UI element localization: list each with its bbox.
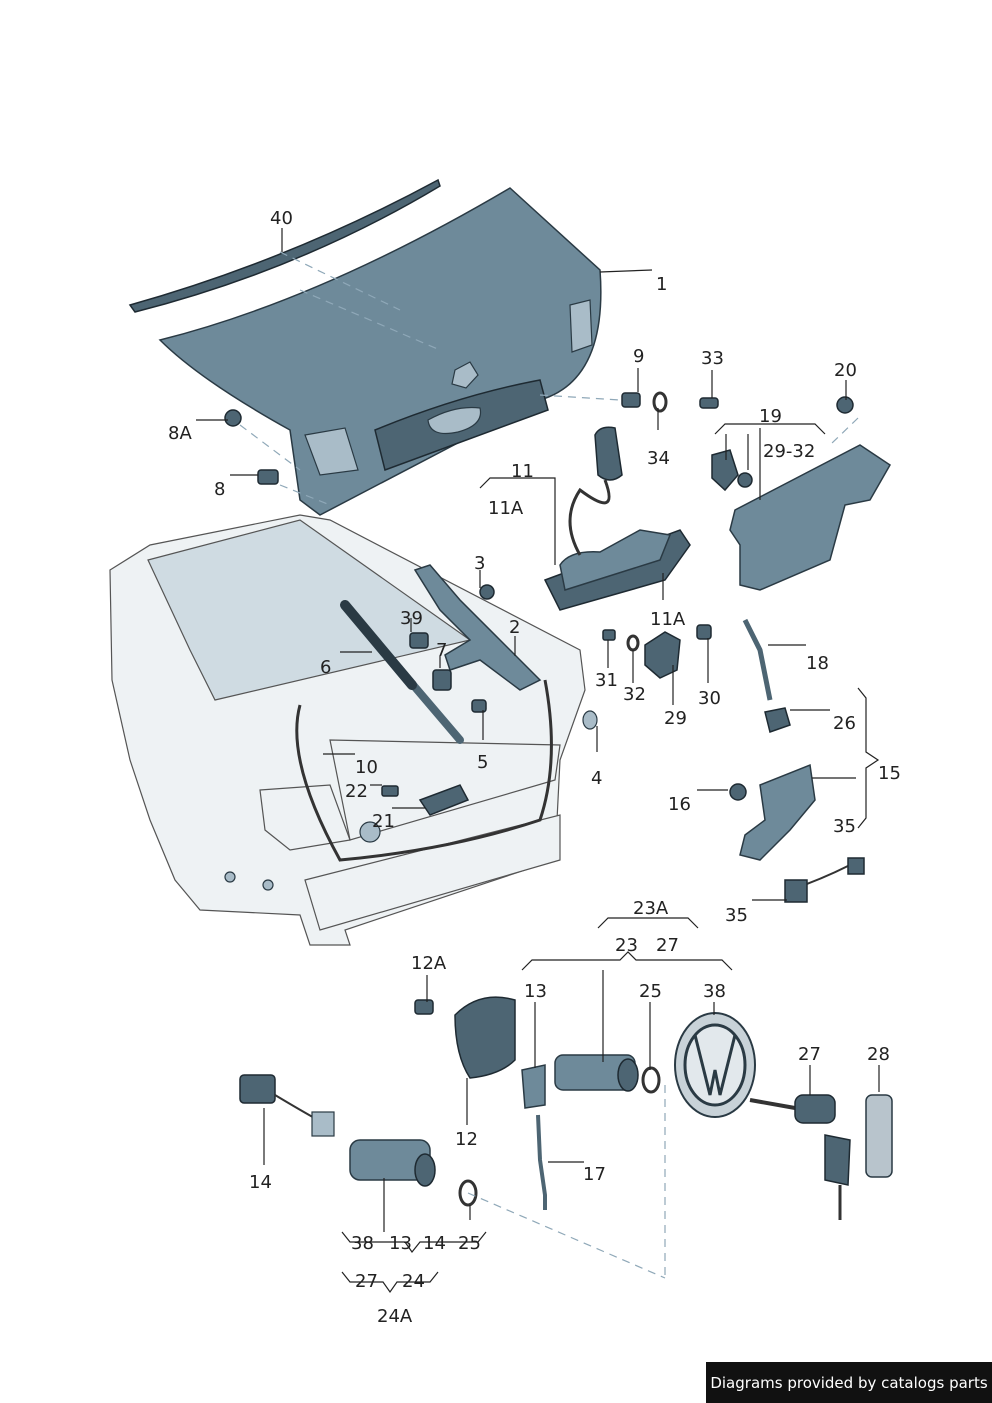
lever-13 xyxy=(521,1064,546,1109)
o-ring-25b xyxy=(458,1179,478,1207)
callout-29-32: 29-32 xyxy=(763,441,816,462)
o-ring-25 xyxy=(641,1066,661,1094)
callout-27-bottom: 27 xyxy=(355,1271,378,1292)
shield-plate xyxy=(454,996,516,1079)
callout-20: 20 xyxy=(834,360,857,381)
callout-21: 21 xyxy=(372,811,395,832)
callout-38-bottom: 38 xyxy=(351,1233,374,1254)
reference-lines xyxy=(239,251,859,1279)
callout-23: 23 xyxy=(615,935,638,956)
callout-35-lower: 35 xyxy=(725,905,748,926)
callout-13: 13 xyxy=(524,981,547,1002)
callout-14: 14 xyxy=(249,1172,272,1193)
rod-18 xyxy=(742,618,773,701)
callout-13-prime: 13 xyxy=(389,1233,412,1254)
callout-8A: 8A xyxy=(168,423,192,444)
trunk-hinge xyxy=(413,564,542,691)
callout-28: 28 xyxy=(867,1044,890,1065)
callout-1: 1 xyxy=(656,274,668,295)
callout-4: 4 xyxy=(591,768,603,789)
callout-22: 22 xyxy=(345,781,368,802)
rod-17 xyxy=(536,1114,547,1210)
callout-12A: 12A xyxy=(411,953,447,974)
callout-11: 11 xyxy=(511,461,534,482)
handle-lamp-assembly xyxy=(543,426,691,611)
callout-2: 2 xyxy=(509,617,521,638)
callout-25-bottom: 25 xyxy=(458,1233,481,1254)
callout-17: 17 xyxy=(583,1164,606,1185)
callout-25: 25 xyxy=(639,981,662,1002)
key-27 xyxy=(749,1094,851,1220)
callout-19: 19 xyxy=(759,406,782,427)
trunk-lid xyxy=(158,187,602,516)
callout-27-key: 27 xyxy=(798,1044,821,1065)
callout-3: 3 xyxy=(474,553,486,574)
callout-10: 10 xyxy=(355,757,378,778)
callout-35-upper: 35 xyxy=(833,816,856,837)
callout-24A: 24A xyxy=(377,1306,413,1327)
vw-badge xyxy=(674,1012,756,1118)
callout-12: 12 xyxy=(455,1129,478,1150)
callout-29: 29 xyxy=(664,708,687,729)
lock-motor-variant xyxy=(349,1139,436,1187)
connector-14 xyxy=(239,1074,335,1137)
callout-11A-mid: 11A xyxy=(650,609,686,630)
callout-26: 26 xyxy=(833,713,856,734)
spoiler-strip xyxy=(128,178,441,313)
seal-cable xyxy=(295,679,553,862)
car-body-rear xyxy=(109,514,586,946)
lock-bracket xyxy=(729,444,891,591)
callout-23A: 23A xyxy=(633,898,669,919)
gas-strut xyxy=(340,600,464,744)
leader-lines xyxy=(196,228,880,1294)
lock-actuator xyxy=(644,631,681,679)
latch-26 xyxy=(764,707,791,733)
callout-39: 39 xyxy=(400,608,423,629)
callout-11A-top: 11A xyxy=(488,498,524,519)
callout-6: 6 xyxy=(320,657,332,678)
lock-motor xyxy=(554,1054,639,1092)
callout-8: 8 xyxy=(214,479,226,500)
callout-40: 40 xyxy=(270,208,293,229)
callout-30: 30 xyxy=(698,688,721,709)
callout-34: 34 xyxy=(647,448,670,469)
fasteners xyxy=(224,391,854,1015)
latch-assembly xyxy=(739,763,816,861)
callout-33: 33 xyxy=(701,348,724,369)
callout-31: 31 xyxy=(595,670,618,691)
callout-15: 15 xyxy=(878,763,901,784)
grease-tube xyxy=(865,1094,893,1178)
callout-5: 5 xyxy=(477,752,489,773)
callout-16: 16 xyxy=(668,794,691,815)
attribution-footer: Diagrams provided by catalogs parts xyxy=(706,1362,992,1403)
callout-9: 9 xyxy=(633,346,645,367)
callout-38: 38 xyxy=(703,981,726,1002)
callout-18: 18 xyxy=(806,653,829,674)
callout-27-top: 27 xyxy=(656,935,679,956)
callout-7: 7 xyxy=(436,640,448,661)
callout-24: 24 xyxy=(402,1271,425,1292)
callout-14-bottom: 14 xyxy=(423,1233,446,1254)
callout-32: 32 xyxy=(623,684,646,705)
